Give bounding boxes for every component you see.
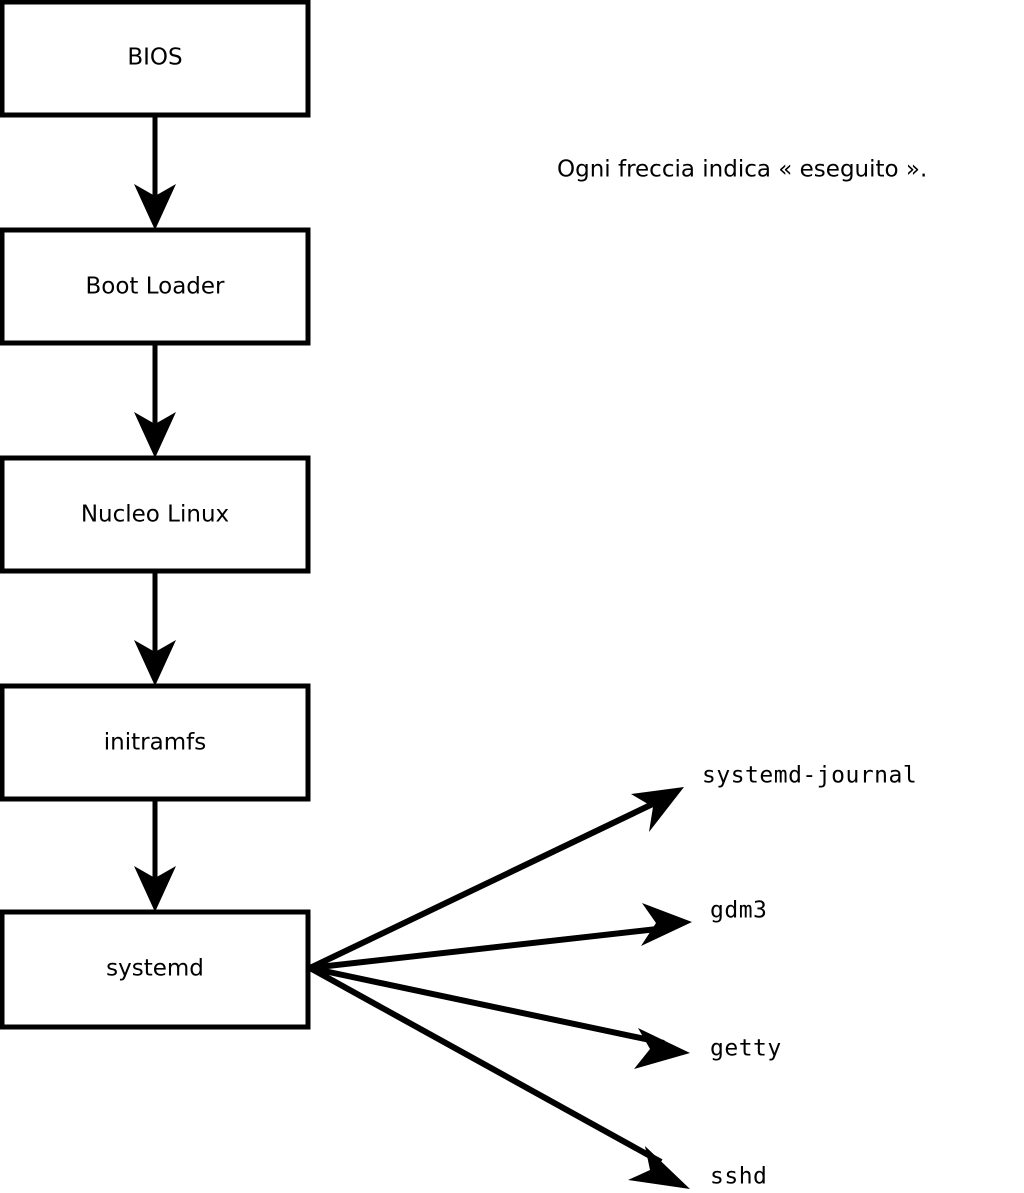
- node-box-bios[interactable]: [0, 0, 311, 118]
- arrow-initramfs-to-systemd: [134, 799, 176, 912]
- node-systemd[interactable]: systemd: [0, 909, 311, 1030]
- node-initramfs[interactable]: initramfs: [0, 683, 311, 802]
- arrow-systemd-to-sshd: [308, 965, 690, 1189]
- legend-caption: Ogni freccia indica « eseguito ».: [557, 157, 927, 183]
- node-label-systemd: systemd: [106, 956, 204, 982]
- arrow-kernel-to-initramfs: [134, 571, 176, 686]
- service-label-sshd: sshd: [710, 1164, 767, 1190]
- node-bootloader[interactable]: Boot Loader: [0, 227, 311, 346]
- node-box-bootloader[interactable]: [0, 227, 311, 346]
- node-label-bios: BIOS: [127, 45, 182, 71]
- node-bios[interactable]: BIOS: [0, 0, 311, 118]
- arrow-bootloader-to-kernel: [134, 343, 176, 458]
- arrow-bios-to-bootloader: [134, 115, 176, 230]
- node-label-initramfs: initramfs: [104, 730, 206, 756]
- arrow-systemd-to-getty: [309, 965, 690, 1069]
- node-kernel[interactable]: Nucleo Linux: [0, 455, 311, 574]
- service-label-gdm3: gdm3: [710, 898, 767, 924]
- arrow-systemd-to-systemd-journal: [308, 787, 684, 971]
- node-box-initramfs[interactable]: [0, 683, 311, 802]
- arrow-systemd-to-gdm3: [309, 903, 692, 971]
- node-label-kernel: Nucleo Linux: [81, 502, 229, 528]
- node-box-systemd[interactable]: [0, 909, 311, 1030]
- node-label-bootloader: Boot Loader: [85, 274, 225, 300]
- service-label-getty: getty: [710, 1036, 782, 1062]
- service-label-systemd-journal: systemd-journal: [702, 763, 917, 789]
